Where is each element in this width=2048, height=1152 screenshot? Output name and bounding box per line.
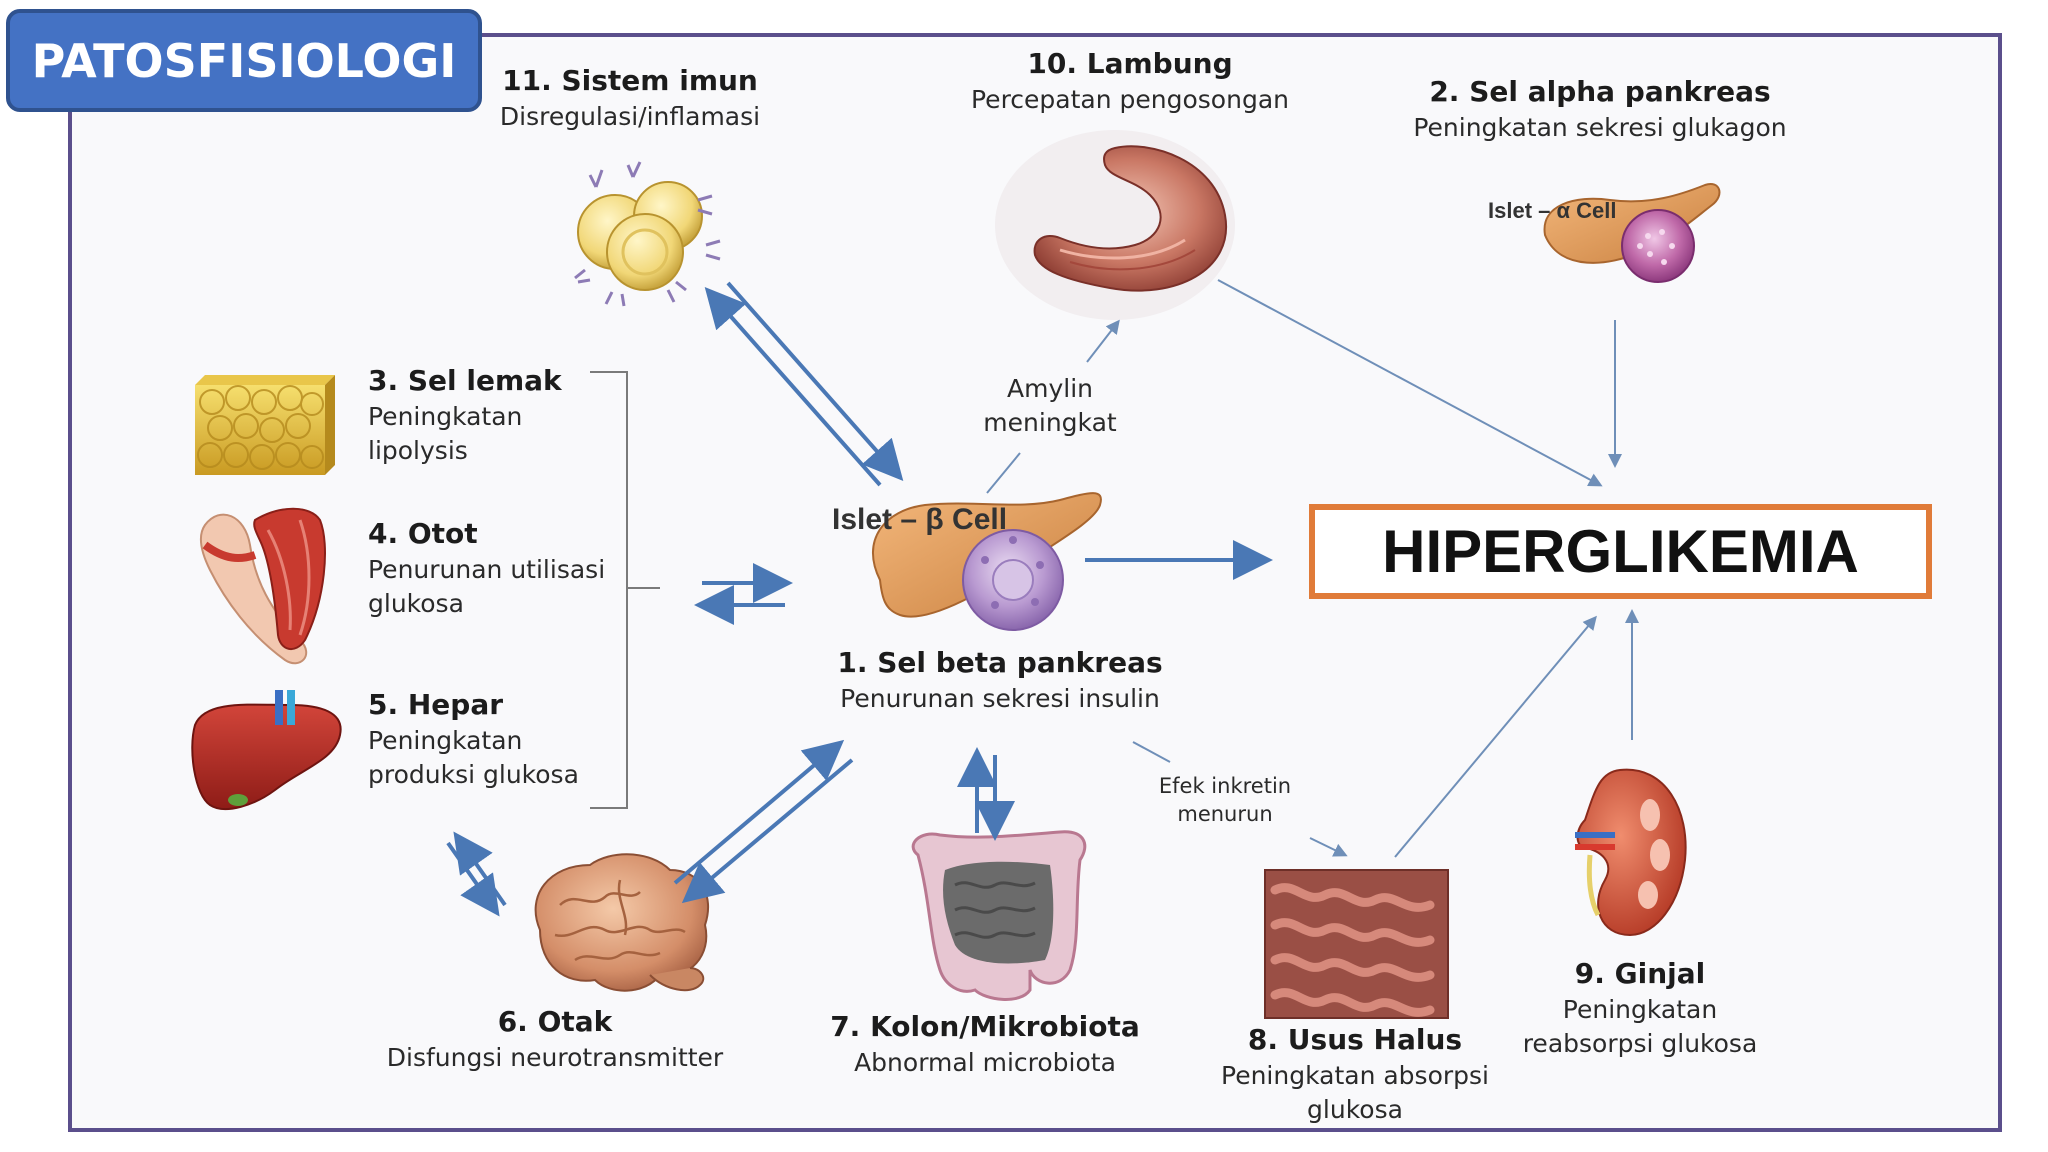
title-text: PATOSFISIOLOGI xyxy=(31,33,457,88)
arrow-intestine-hyper xyxy=(1394,615,1597,858)
edge-label-amylin: Amylin meningkat xyxy=(960,372,1140,440)
liver-desc-line1: Peningkatan xyxy=(368,725,523,755)
arrow-colon-beta xyxy=(957,747,1015,841)
arrow-amylin-lower xyxy=(986,452,1021,494)
hiperglikemia-box: HIPERGLIKEMIA xyxy=(1309,504,1932,599)
incretin-line2: menurun xyxy=(1177,802,1273,827)
arrow-incretin-upper xyxy=(1132,741,1171,763)
intestine-title: 8. Usus Halus xyxy=(1247,1023,1463,1056)
arrow-brain-beta xyxy=(673,739,854,904)
liver-icon xyxy=(191,690,342,810)
beta-cell-tag: Islet – β Cell xyxy=(832,503,1008,536)
intestine-desc-line1: Peningkatan absorpsi xyxy=(1221,1060,1489,1090)
stomach-desc: Percepatan pengosongan xyxy=(971,84,1289,114)
edge-label-incretin: Efek inkretin menurun xyxy=(1125,772,1325,829)
brain-desc: Disfungsi neurotransmitter xyxy=(386,1042,724,1072)
muscle-desc-line2: glukosa xyxy=(368,588,464,618)
kidney-desc-line1: Peningkatan xyxy=(1562,994,1718,1024)
colon-icon xyxy=(911,830,1087,1001)
fat-desc-line1: Peningkatan xyxy=(368,401,523,431)
amylin-line2: meningkat xyxy=(983,407,1117,437)
colon-title: 7. Kolon/Mikrobiota xyxy=(830,1010,1140,1043)
node-beta: 1. Sel beta pankreas Penurunan sekresi i… xyxy=(830,644,1170,716)
hiperglikemia-label: HIPERGLIKEMIA xyxy=(1382,518,1859,585)
incretin-line1: Efek inkretin xyxy=(1158,774,1292,798)
node-colon: 7. Kolon/Mikrobiota Abnormal microbiota xyxy=(830,1008,1140,1080)
muscle-title: 4. Otot xyxy=(368,517,478,550)
amylin-line1: Amylin xyxy=(1007,374,1093,403)
brain-title: 6. Otak xyxy=(497,1005,613,1038)
node-kidney: 9. Ginjal Peningkatan reabsorpsi glukosa xyxy=(1510,955,1770,1060)
muscle-desc-line1: Penurunan utilisasi xyxy=(368,554,606,584)
alpha-title: 2. Sel alpha pankreas xyxy=(1429,75,1771,108)
tissue-bracket xyxy=(590,371,660,809)
liver-title: 5. Hepar xyxy=(368,688,504,721)
fat-title: 3. Sel lemak xyxy=(368,364,562,397)
immune-title: 11. Sistem imun xyxy=(502,64,758,97)
fat-cells-icon xyxy=(195,375,335,475)
node-fat: 3. Sel lemak Peningkatan lipolysis xyxy=(368,362,608,467)
muscle-icon xyxy=(199,507,326,665)
node-liver: 5. Hepar Peningkatan produksi glukosa xyxy=(368,686,608,791)
arrow-tissues-beta xyxy=(694,563,793,625)
fat-desc-line2: lipolysis xyxy=(368,435,468,465)
node-brain: 6. Otak Disfungsi neurotransmitter xyxy=(375,1003,735,1075)
node-stomach: 10. Lambung Percepatan pengosongan xyxy=(955,45,1305,117)
arrow-stomach-hyper xyxy=(1217,279,1603,487)
kidney-title: 9. Ginjal xyxy=(1574,957,1706,990)
node-muscle: 4. Otot Penurunan utilisasi glukosa xyxy=(368,515,608,620)
alpha-pancreas-icon xyxy=(1543,183,1721,283)
title-badge: PATOSFISIOLOGI xyxy=(6,9,482,112)
arrow-immune-beta xyxy=(704,281,904,487)
arrow-liver-brain xyxy=(446,831,507,917)
node-immune: 11. Sistem imun Disregulasi/inflamasi xyxy=(470,62,790,134)
intestine-desc-line2: glukosa xyxy=(1307,1094,1403,1124)
immune-desc: Disregulasi/inflamasi xyxy=(499,101,761,131)
beta-pancreas-icon xyxy=(871,492,1102,631)
alpha-desc: Peningkatan sekresi glukagon xyxy=(1413,112,1787,142)
kidney-desc-line2: reabsorpsi glukosa xyxy=(1522,1028,1758,1058)
colon-desc: Abnormal microbiota xyxy=(854,1047,1116,1077)
stomach-title: 10. Lambung xyxy=(1027,47,1233,80)
small-intestine-icon xyxy=(1264,869,1449,1019)
immune-cells-icon xyxy=(574,161,721,307)
stomach-icon xyxy=(995,130,1235,320)
brain-icon xyxy=(534,853,710,992)
beta-title: 1. Sel beta pankreas xyxy=(837,646,1163,679)
node-intestine: 8. Usus Halus Peningkatan absorpsi gluko… xyxy=(1210,1021,1500,1126)
alpha-cell-tag: Islet – α Cell xyxy=(1488,198,1617,223)
liver-desc-line2: produksi glukosa xyxy=(368,759,579,789)
arrow-amylin-upper xyxy=(1086,319,1120,363)
arrow-incretin-lower xyxy=(1309,837,1348,857)
beta-desc: Penurunan sekresi insulin xyxy=(840,683,1160,713)
node-alpha: 2. Sel alpha pankreas Peningkatan sekres… xyxy=(1400,73,1800,145)
kidney-icon xyxy=(1575,768,1687,937)
